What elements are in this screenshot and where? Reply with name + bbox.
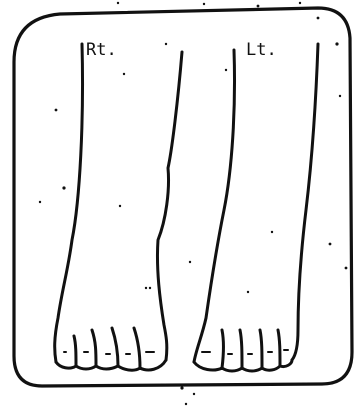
scan-specks [39, 2, 348, 405]
right-foot-toe-separator-1 [74, 336, 76, 366]
left-foot [194, 44, 318, 371]
right-foot-outer-leg [55, 44, 83, 362]
right-foot-label: Rt. [86, 40, 117, 60]
left-foot-outer-leg [292, 44, 318, 360]
left-foot-label: Lt. [246, 40, 277, 60]
left-foot-toe-separator-1 [222, 330, 224, 368]
right-foot-toe-separator-2 [92, 330, 96, 366]
left-foot-toe-separator-3 [260, 330, 262, 368]
right-foot [55, 44, 182, 370]
left-foot-toe-separator-4 [278, 330, 280, 366]
right-foot-toe-line [56, 360, 166, 370]
right-foot-toe-separator-3 [112, 328, 118, 366]
right-foot-inner-leg [157, 52, 182, 360]
rounded-frame [14, 8, 352, 386]
left-foot-toe-separator-2 [240, 330, 242, 368]
left-foot-inner-leg [194, 50, 235, 362]
right-foot-toe-separator-4 [134, 328, 140, 368]
